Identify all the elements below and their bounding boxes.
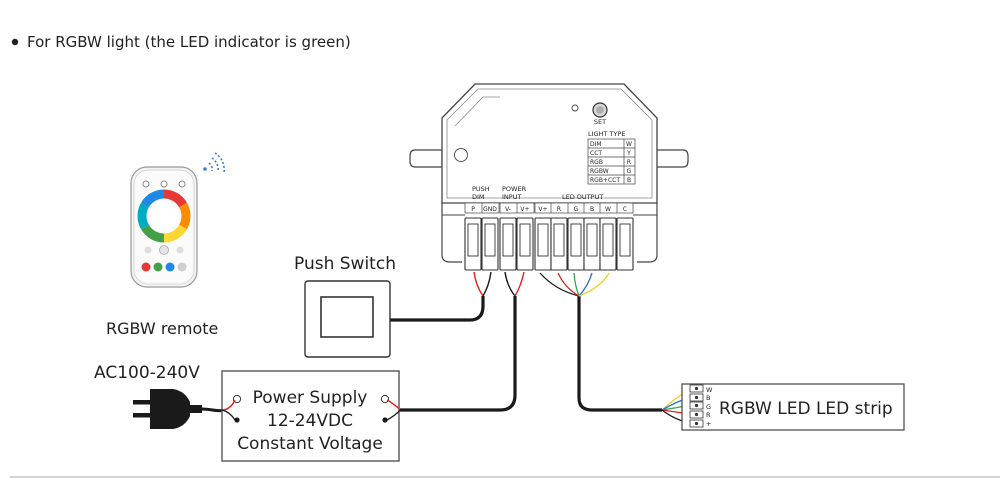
power-wire-minus <box>504 271 516 297</box>
set-label: SET <box>594 118 606 126</box>
terminal-label: G <box>574 206 579 213</box>
led-indicator-icon <box>571 104 579 112</box>
led-wire-b <box>578 272 593 297</box>
right-arrow-icon <box>176 246 184 254</box>
ac-wire-black <box>221 409 236 421</box>
green-button-icon <box>153 262 163 272</box>
strip-pin-label: R <box>706 411 711 419</box>
mount-ear-right <box>655 149 689 168</box>
terminal-label: R <box>557 206 561 213</box>
led-output-label: LED OUTPUT <box>562 193 603 201</box>
red-button-icon <box>141 262 151 272</box>
light-type-code: Y <box>626 150 631 157</box>
save-icon <box>178 180 186 188</box>
led-strip-label: RGBW LED LED strip <box>719 399 893 419</box>
ps-terminal-dc-minus <box>382 417 388 423</box>
dc-wire-red <box>386 399 408 411</box>
power-supply: Power Supply 12-24VDC Constant Voltage <box>221 370 400 462</box>
push-dim-label: DIM <box>472 193 485 201</box>
led-wire-g <box>573 272 580 297</box>
power-input-label: INPUT <box>502 193 521 201</box>
terminal-label: V- <box>505 206 511 213</box>
blue-button-icon <box>165 262 175 272</box>
led-cable <box>577 296 662 412</box>
light-type-title: LIGHT TYPE <box>588 130 625 138</box>
led-wire-vplus <box>539 272 580 297</box>
remote-label: RGBW remote <box>106 319 218 338</box>
light-type-code: W <box>626 141 632 148</box>
led-strip: W B G R + RGBW LED LED strip <box>681 383 905 431</box>
strip-pin-label: W <box>706 386 713 394</box>
ac-input-label: AC100-240V <box>94 363 200 383</box>
bullet-icon <box>11 38 19 46</box>
push-cable <box>390 296 485 322</box>
light-type-code: B <box>627 177 631 184</box>
ps-line1: Power Supply <box>253 388 368 408</box>
mode-icon <box>160 180 168 188</box>
mount-ear-left <box>409 149 443 168</box>
light-type-name: CCT <box>590 150 602 157</box>
color-wheel-icon <box>137 189 191 243</box>
push-wire-p <box>473 271 484 297</box>
wireless-signal-icon <box>203 152 226 174</box>
center-button-icon <box>159 245 169 255</box>
ps-line2: 12-24VDC <box>267 411 353 431</box>
left-arrow-icon <box>144 246 152 254</box>
terminal-label: W <box>605 206 611 213</box>
light-type-name: RGBW <box>590 168 609 175</box>
power-wire-plus <box>514 271 525 297</box>
ac-plug-icon <box>133 389 202 429</box>
dc-cable <box>400 296 517 412</box>
ps-terminal-ac-n <box>234 417 240 423</box>
terminal-label: C <box>623 206 627 213</box>
light-type-code: G <box>627 168 632 175</box>
light-type-name: RGB+CCT <box>590 177 620 184</box>
terminal-label: P <box>471 206 475 213</box>
rgbw-remote <box>130 166 198 288</box>
push-wire-gnd <box>482 271 492 297</box>
light-type-name: DIM <box>590 141 602 148</box>
push-dim-label: PUSH <box>472 185 490 193</box>
power-input-label: POWER <box>502 185 527 193</box>
light-type-code: R <box>627 159 631 166</box>
terminal-label-strip <box>464 202 634 214</box>
led-wire-r <box>557 272 580 297</box>
dc-wire-black <box>386 409 401 421</box>
white-button-icon <box>177 262 187 272</box>
light-type-name: RGB <box>590 159 603 166</box>
ps-terminal-dc-plus <box>380 394 390 404</box>
terminal-label: B <box>590 206 594 213</box>
terminal-label: V+ <box>538 206 547 213</box>
push-switch-label: Push Switch <box>294 254 396 274</box>
strip-pin-label: + <box>706 420 711 428</box>
strip-pin-label: G <box>706 403 711 411</box>
header-text: For RGBW light (the LED indicator is gre… <box>27 33 351 51</box>
light-type-table <box>587 138 636 185</box>
push-switch <box>304 280 391 358</box>
terminal-label: V+ <box>520 206 529 213</box>
led-wire-w <box>578 272 610 297</box>
controller-module: SET LIGHT TYPE DIM W CCT Y RGB R RGBW G … <box>409 83 689 271</box>
strip-pin-label: B <box>706 394 710 402</box>
screw-hole <box>454 148 468 162</box>
power-icon <box>142 180 150 188</box>
ps-line3: Constant Voltage <box>237 434 383 454</box>
terminal-label: GND <box>483 206 497 213</box>
